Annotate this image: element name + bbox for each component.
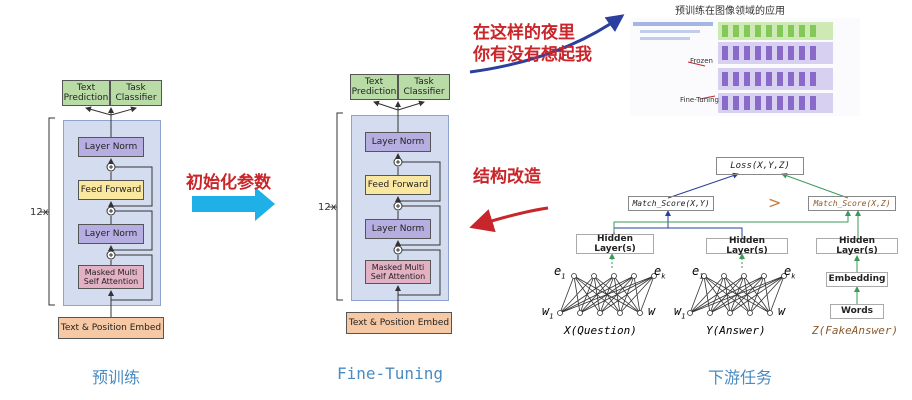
finetune-mini-label: Fine-Tuning — [680, 96, 719, 104]
match-score-xy: Match_Score(X,Y) — [628, 196, 714, 211]
words-box: Words — [830, 304, 884, 319]
masked-attention-box: Masked Multi Self Attention — [365, 260, 431, 284]
embed-box: Text & Position Embed — [58, 317, 164, 339]
hidden-layer-x: Hidden Layer(s) — [576, 234, 654, 254]
repeat-label: 12x — [30, 207, 49, 218]
blue-curve-arrow — [469, 14, 625, 74]
middle-connectors — [328, 100, 441, 312]
w-label-y: w — [778, 304, 786, 318]
hidden-layer-z: Hidden Layer(s) — [816, 236, 898, 256]
text-prediction-box: Text Prediction — [350, 74, 398, 100]
task-classifier-box: Task Classifier — [398, 74, 450, 100]
image-figure-title: 预训练在图像领域的应用 — [675, 6, 785, 17]
w1-label-y: w1 — [674, 304, 686, 321]
init-params-label: 初始化参数 — [186, 173, 271, 193]
hidden-layer-y: Hidden Layer(s) — [706, 236, 788, 256]
downstream-connectors — [609, 172, 861, 304]
feed-forward-box: Feed Forward — [365, 175, 431, 195]
e-symbol: e — [784, 264, 792, 278]
e-symbol: e — [692, 264, 700, 278]
lyric-line-1: 在这样的夜里 — [473, 23, 575, 43]
embedding-box: Embedding — [826, 272, 888, 287]
red-curve-arrow — [469, 206, 549, 233]
match-score-xz: Match_Score(X,Z) — [808, 196, 896, 211]
e-symbol: e — [554, 264, 562, 278]
e1-label-y: e1 — [692, 264, 704, 281]
left-connectors — [40, 106, 153, 317]
struct-change-label: 结构改造 — [473, 167, 541, 187]
ek-label-y: ek — [784, 264, 796, 281]
task-classifier-box: Task Classifier — [110, 80, 162, 106]
z-fakeanswer-label: Z(FakeAnswer) — [812, 324, 899, 337]
y-answer-label: Y(Answer) — [706, 324, 766, 337]
image-pretrain-figure — [630, 18, 860, 116]
downstream-caption: 下游任务 — [708, 368, 773, 387]
ek-label-x: ek — [654, 264, 666, 281]
e-symbol: e — [654, 264, 662, 278]
layer-norm-top: Layer Norm — [78, 137, 144, 157]
w-symbol: w — [542, 304, 550, 318]
embed-box: Text & Position Embed — [346, 312, 452, 334]
layer-norm-bottom: Layer Norm — [78, 224, 144, 244]
network-x — [557, 273, 657, 316]
layer-norm-bottom: Layer Norm — [365, 219, 431, 239]
lyric-line-2: 你有没有想起我 — [473, 45, 592, 65]
init-arrow — [192, 187, 275, 221]
loss-box: Loss(X,Y,Z) — [716, 157, 804, 175]
frozen-label: Frozen — [690, 57, 713, 65]
network-y — [687, 273, 787, 316]
finetune-caption: Fine-Tuning — [337, 364, 443, 383]
masked-attention-box: Masked Multi Self Attention — [78, 265, 144, 289]
w-label-x: w — [648, 304, 656, 318]
feed-forward-box: Feed Forward — [78, 180, 144, 200]
lyric-text: 在这样的夜里 你有没有想起我 — [473, 22, 592, 66]
x-question-label: X(Question) — [564, 324, 637, 337]
text-prediction-box: Text Prediction — [62, 80, 110, 106]
e1-label-x: e1 — [554, 264, 566, 281]
layer-norm-top: Layer Norm — [365, 132, 431, 152]
greater-than: > — [768, 193, 782, 212]
w-symbol: w — [674, 304, 682, 318]
pretrain-caption: 预训练 — [92, 368, 141, 387]
repeat-label: 12x — [318, 202, 337, 213]
w1-label-x: w1 — [542, 304, 554, 321]
